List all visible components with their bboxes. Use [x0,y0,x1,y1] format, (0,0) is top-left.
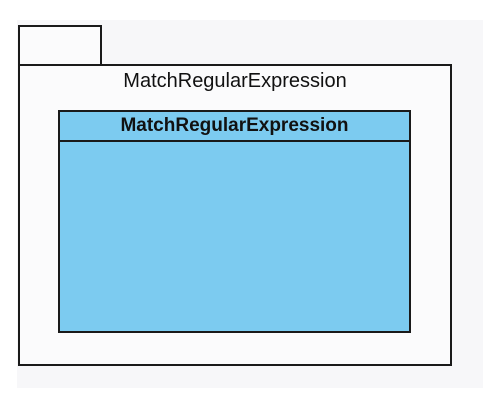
class-name-label: MatchRegularExpression [60,112,409,142]
package-tab[interactable] [18,25,102,65]
class-box[interactable]: MatchRegularExpression [58,110,411,333]
class-attributes-compartment [60,142,409,331]
package-name-label: MatchRegularExpression [123,70,347,92]
